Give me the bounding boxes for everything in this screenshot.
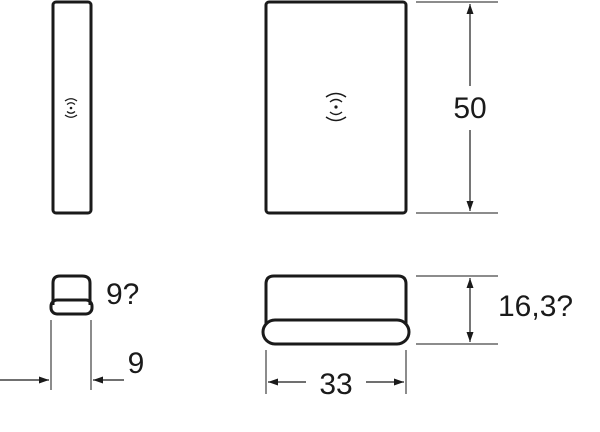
width-value-small: 9 — [128, 347, 145, 380]
bottom-height-value: 16,3? — [498, 290, 573, 323]
width-value-large: 33 — [319, 368, 352, 401]
wireless-signal-icon — [325, 92, 347, 122]
width-dimension-small: 9 — [0, 320, 144, 390]
end-view-large-outline — [264, 274, 408, 325]
end-view-small-base — [49, 298, 94, 316]
height-value: 50 — [453, 92, 486, 125]
end-view-large-base — [261, 318, 411, 346]
end-view-small-outline — [51, 274, 92, 305]
side-view-outline — [51, 0, 93, 215]
end-view-small: 9? — [49, 274, 139, 316]
side-view — [51, 0, 93, 215]
front-view — [264, 0, 408, 215]
end-view-large — [261, 274, 411, 346]
height-dimension: 50 — [416, 1, 498, 214]
height-dimension-bottom: 16,3? — [416, 275, 573, 345]
wireless-signal-icon — [64, 98, 78, 118]
front-view-outline — [264, 0, 408, 215]
depth-value: 9? — [106, 278, 139, 311]
width-dimension-large: 33 — [265, 350, 407, 401]
